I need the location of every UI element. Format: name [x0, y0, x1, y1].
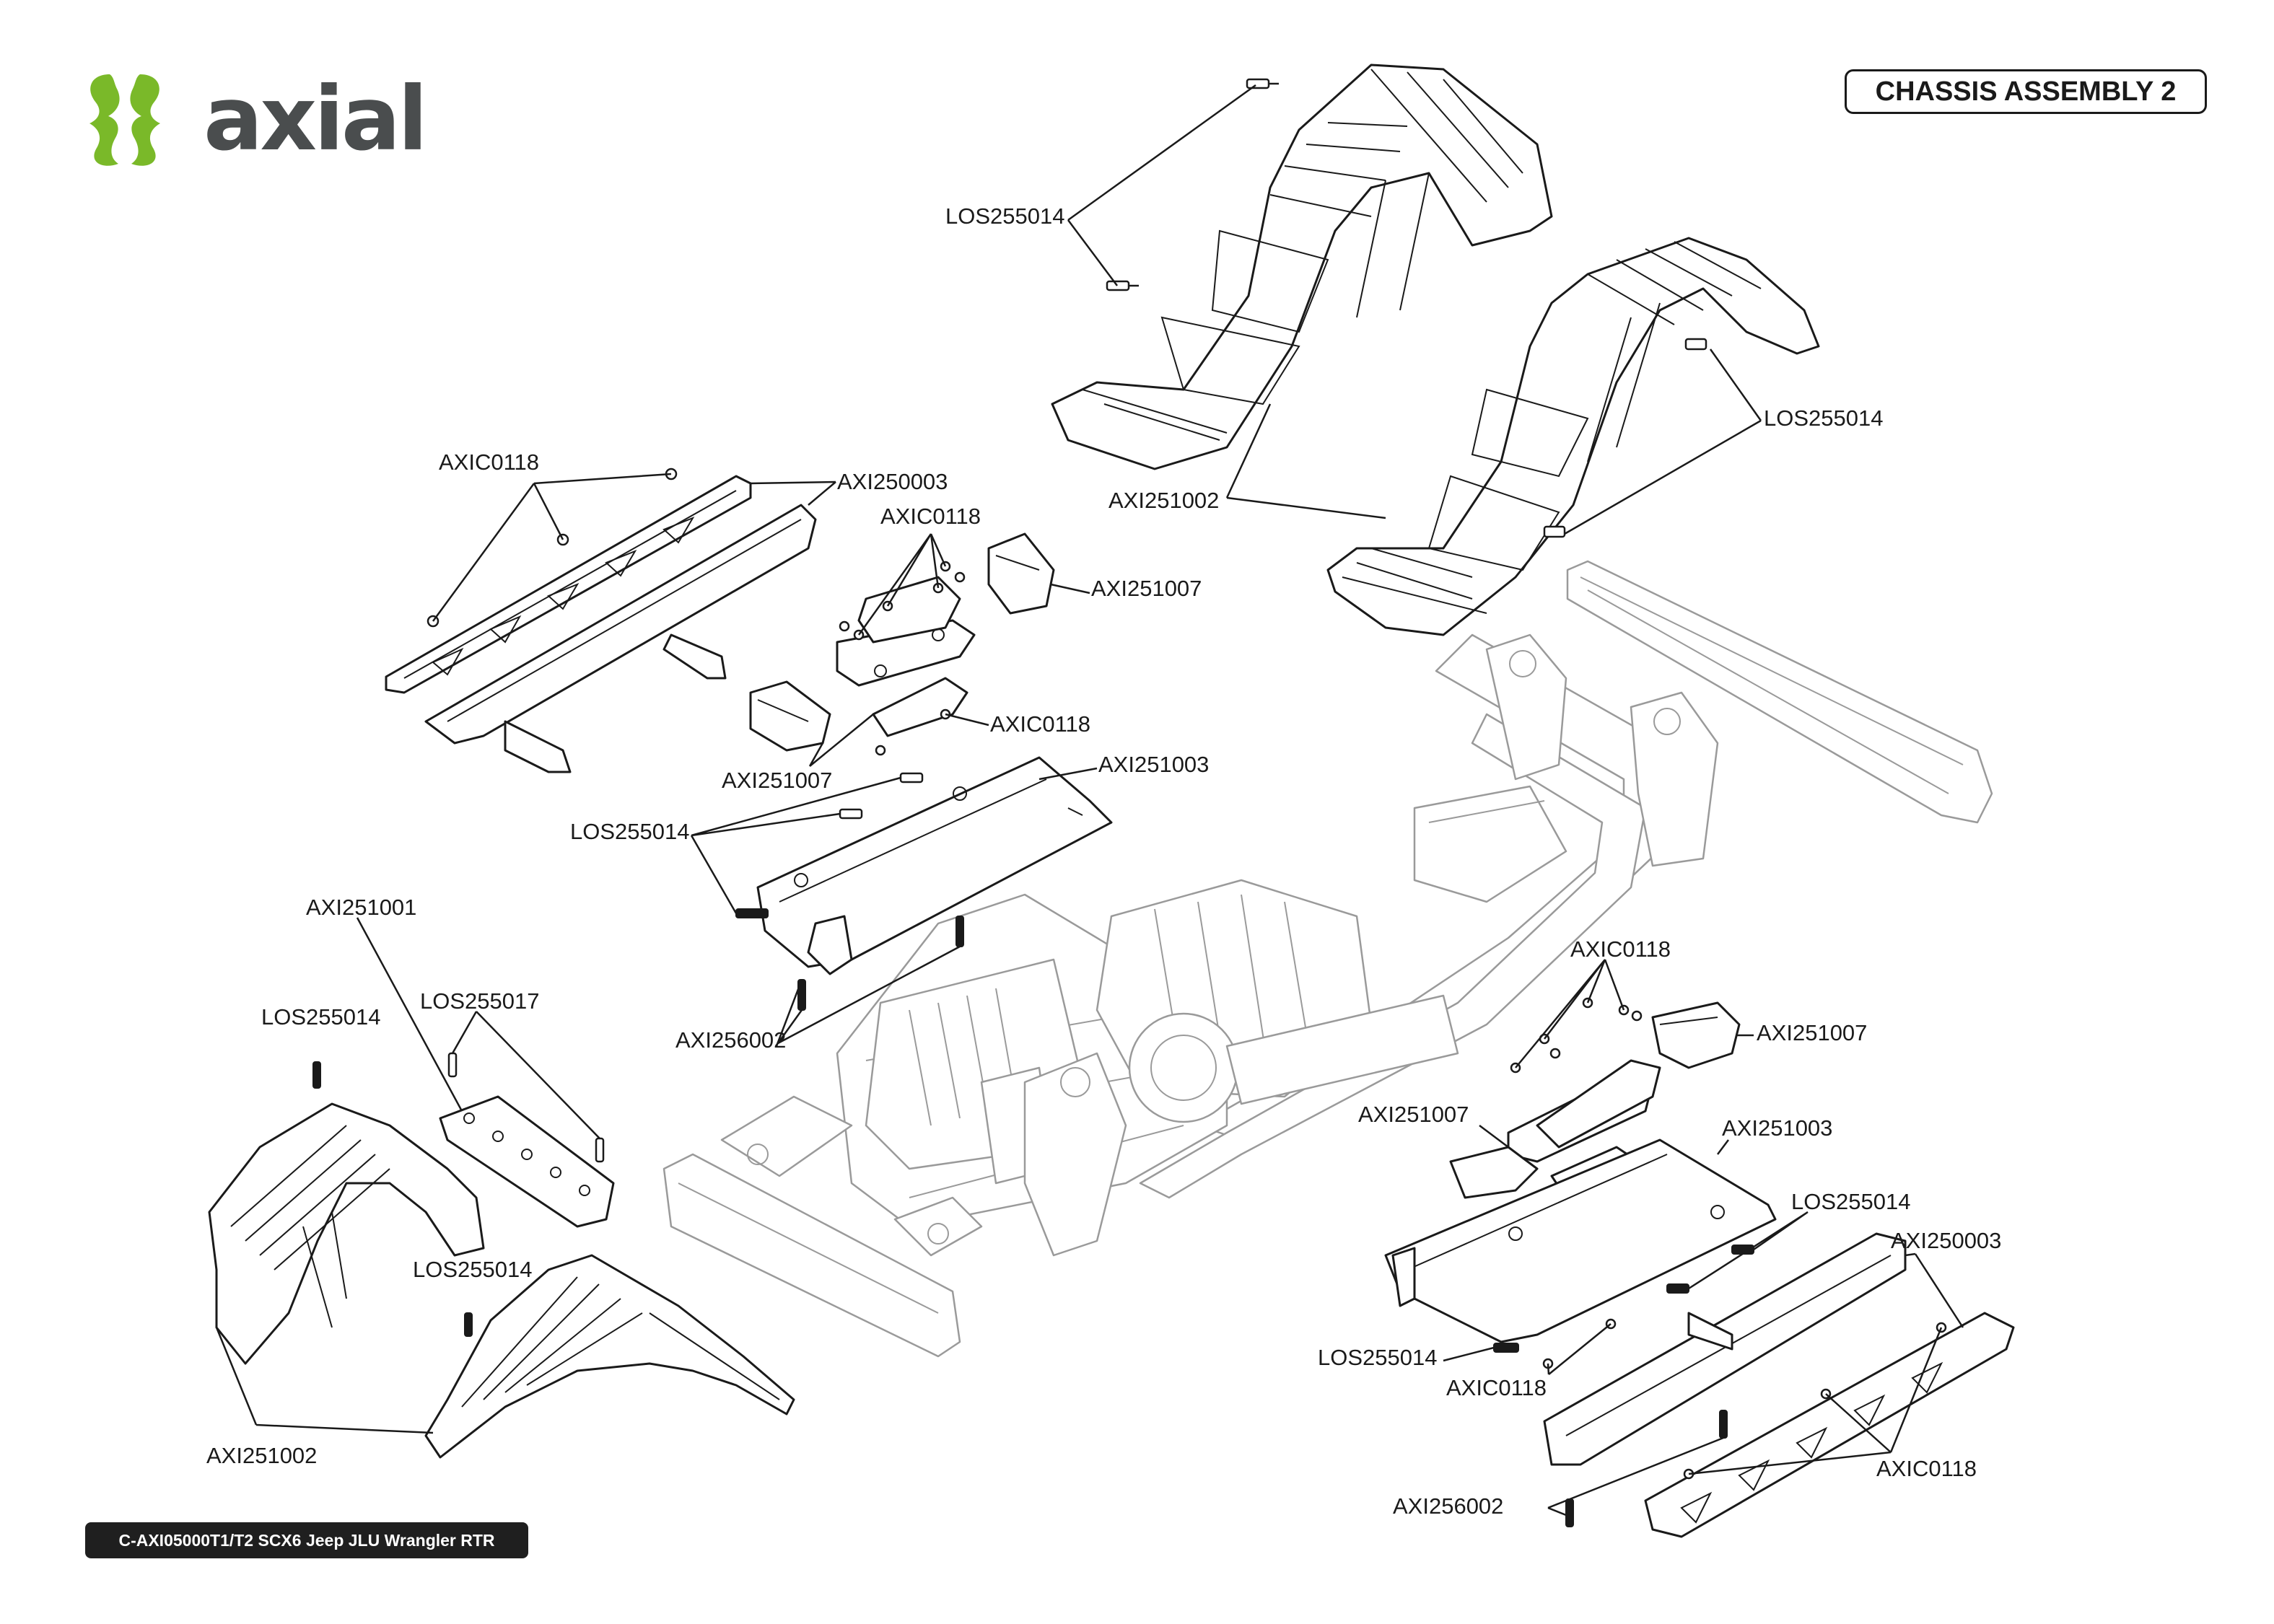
callout-los255017: LOS255017 [420, 988, 539, 1014]
screw-los255014 [1106, 280, 1139, 291]
screw-los255014 [464, 1312, 473, 1337]
callout-axi251003: AXI251003 [1722, 1115, 1832, 1141]
rear-fender-left [1051, 63, 1553, 470]
model-footer: C-AXI05000T1/T2 SCX6 Jeep JLU Wrangler R… [85, 1522, 528, 1558]
callout-los255014: LOS255014 [1318, 1345, 1437, 1370]
screw-los255017 [447, 1052, 458, 1078]
bumper-mount-plate [439, 1095, 615, 1228]
screw-axic0118 [875, 745, 886, 756]
screw-los255014 [899, 772, 924, 784]
axial-logo-text: axial [204, 69, 425, 170]
leader-lines [215, 84, 1964, 1517]
front-fender-right [424, 1254, 795, 1459]
callout-axi250003: AXI250003 [837, 469, 948, 494]
screw-axi256002 [1719, 1410, 1728, 1439]
body-mount-bracket-left [749, 680, 831, 752]
body-mount-plate-small [872, 677, 968, 737]
screw-axi256002 [1565, 1498, 1574, 1527]
callout-axi251007: AXI251007 [1358, 1102, 1469, 1127]
callout-axic0118: AXIC0118 [990, 711, 1090, 737]
front-fender-left [208, 1102, 485, 1365]
callout-los255014: LOS255014 [570, 819, 689, 844]
page-title: CHASSIS ASSEMBLY 2 [1845, 69, 2207, 114]
callout-axi251003: AXI251003 [1098, 752, 1209, 777]
callout-axi251007: AXI251007 [1091, 576, 1202, 601]
screw-los255014 [1666, 1283, 1689, 1294]
callout-axi256002: AXI256002 [1393, 1493, 1503, 1519]
callout-axi256002: AXI256002 [675, 1027, 786, 1053]
callout-los255014: LOS255014 [413, 1257, 532, 1282]
callout-axi250003: AXI250003 [1891, 1228, 2001, 1253]
body-mount-bracket-right [1651, 1001, 1741, 1069]
screw-axic0118 [1631, 1010, 1643, 1022]
callout-los255014: LOS255014 [945, 203, 1064, 229]
rock-slider-left [385, 475, 817, 773]
callout-axic0118: AXIC0118 [1876, 1456, 1977, 1481]
callout-axi251001: AXI251001 [306, 895, 416, 920]
callout-axic0118: AXIC0118 [1570, 936, 1671, 962]
rock-slider-right [1543, 1232, 2015, 1538]
axial-logo-mark [89, 74, 160, 166]
screw-los255014 [839, 808, 863, 820]
callout-axic0118: AXIC0118 [880, 504, 981, 529]
callout-axi251007: AXI251007 [1757, 1020, 1867, 1045]
callout-los255014: LOS255014 [261, 1004, 380, 1030]
screw-los255014 [735, 908, 769, 918]
callout-axi251002: AXI251002 [206, 1443, 317, 1468]
screw-los255014 [312, 1061, 321, 1089]
chassis-frame-ghost [662, 560, 1993, 1358]
callout-los255014: LOS255014 [1764, 405, 1883, 431]
callout-axic0118: AXIC0118 [439, 449, 539, 475]
screw-axi256002 [955, 916, 964, 947]
axial-logo: axial [89, 69, 428, 170]
screw-los255017 [595, 1137, 605, 1163]
screw-los255014 [1493, 1343, 1519, 1353]
screw-los255014 [1684, 338, 1707, 351]
skid-plate-right [1384, 1138, 1777, 1343]
callout-axic0118: AXIC0118 [1446, 1375, 1547, 1400]
screw-los255014 [1543, 525, 1566, 538]
screw-axic0118 [1549, 1048, 1561, 1059]
screw-axic0118 [839, 620, 850, 632]
skid-plate-left [756, 756, 1113, 975]
screw-axic0118 [954, 571, 966, 583]
skid-mount-upper [836, 576, 976, 687]
callout-axi251007: AXI251007 [722, 768, 832, 793]
screw-los255014 [1246, 78, 1279, 89]
callout-labels: LOS255014 LOS255014 AXI251002 AXIC0118 A… [206, 203, 2001, 1519]
body-mount-bracket-upper [987, 532, 1055, 615]
callout-axi251002: AXI251002 [1108, 488, 1219, 513]
rear-fender-right [1326, 237, 1820, 636]
callout-los255014: LOS255014 [1791, 1189, 1910, 1214]
